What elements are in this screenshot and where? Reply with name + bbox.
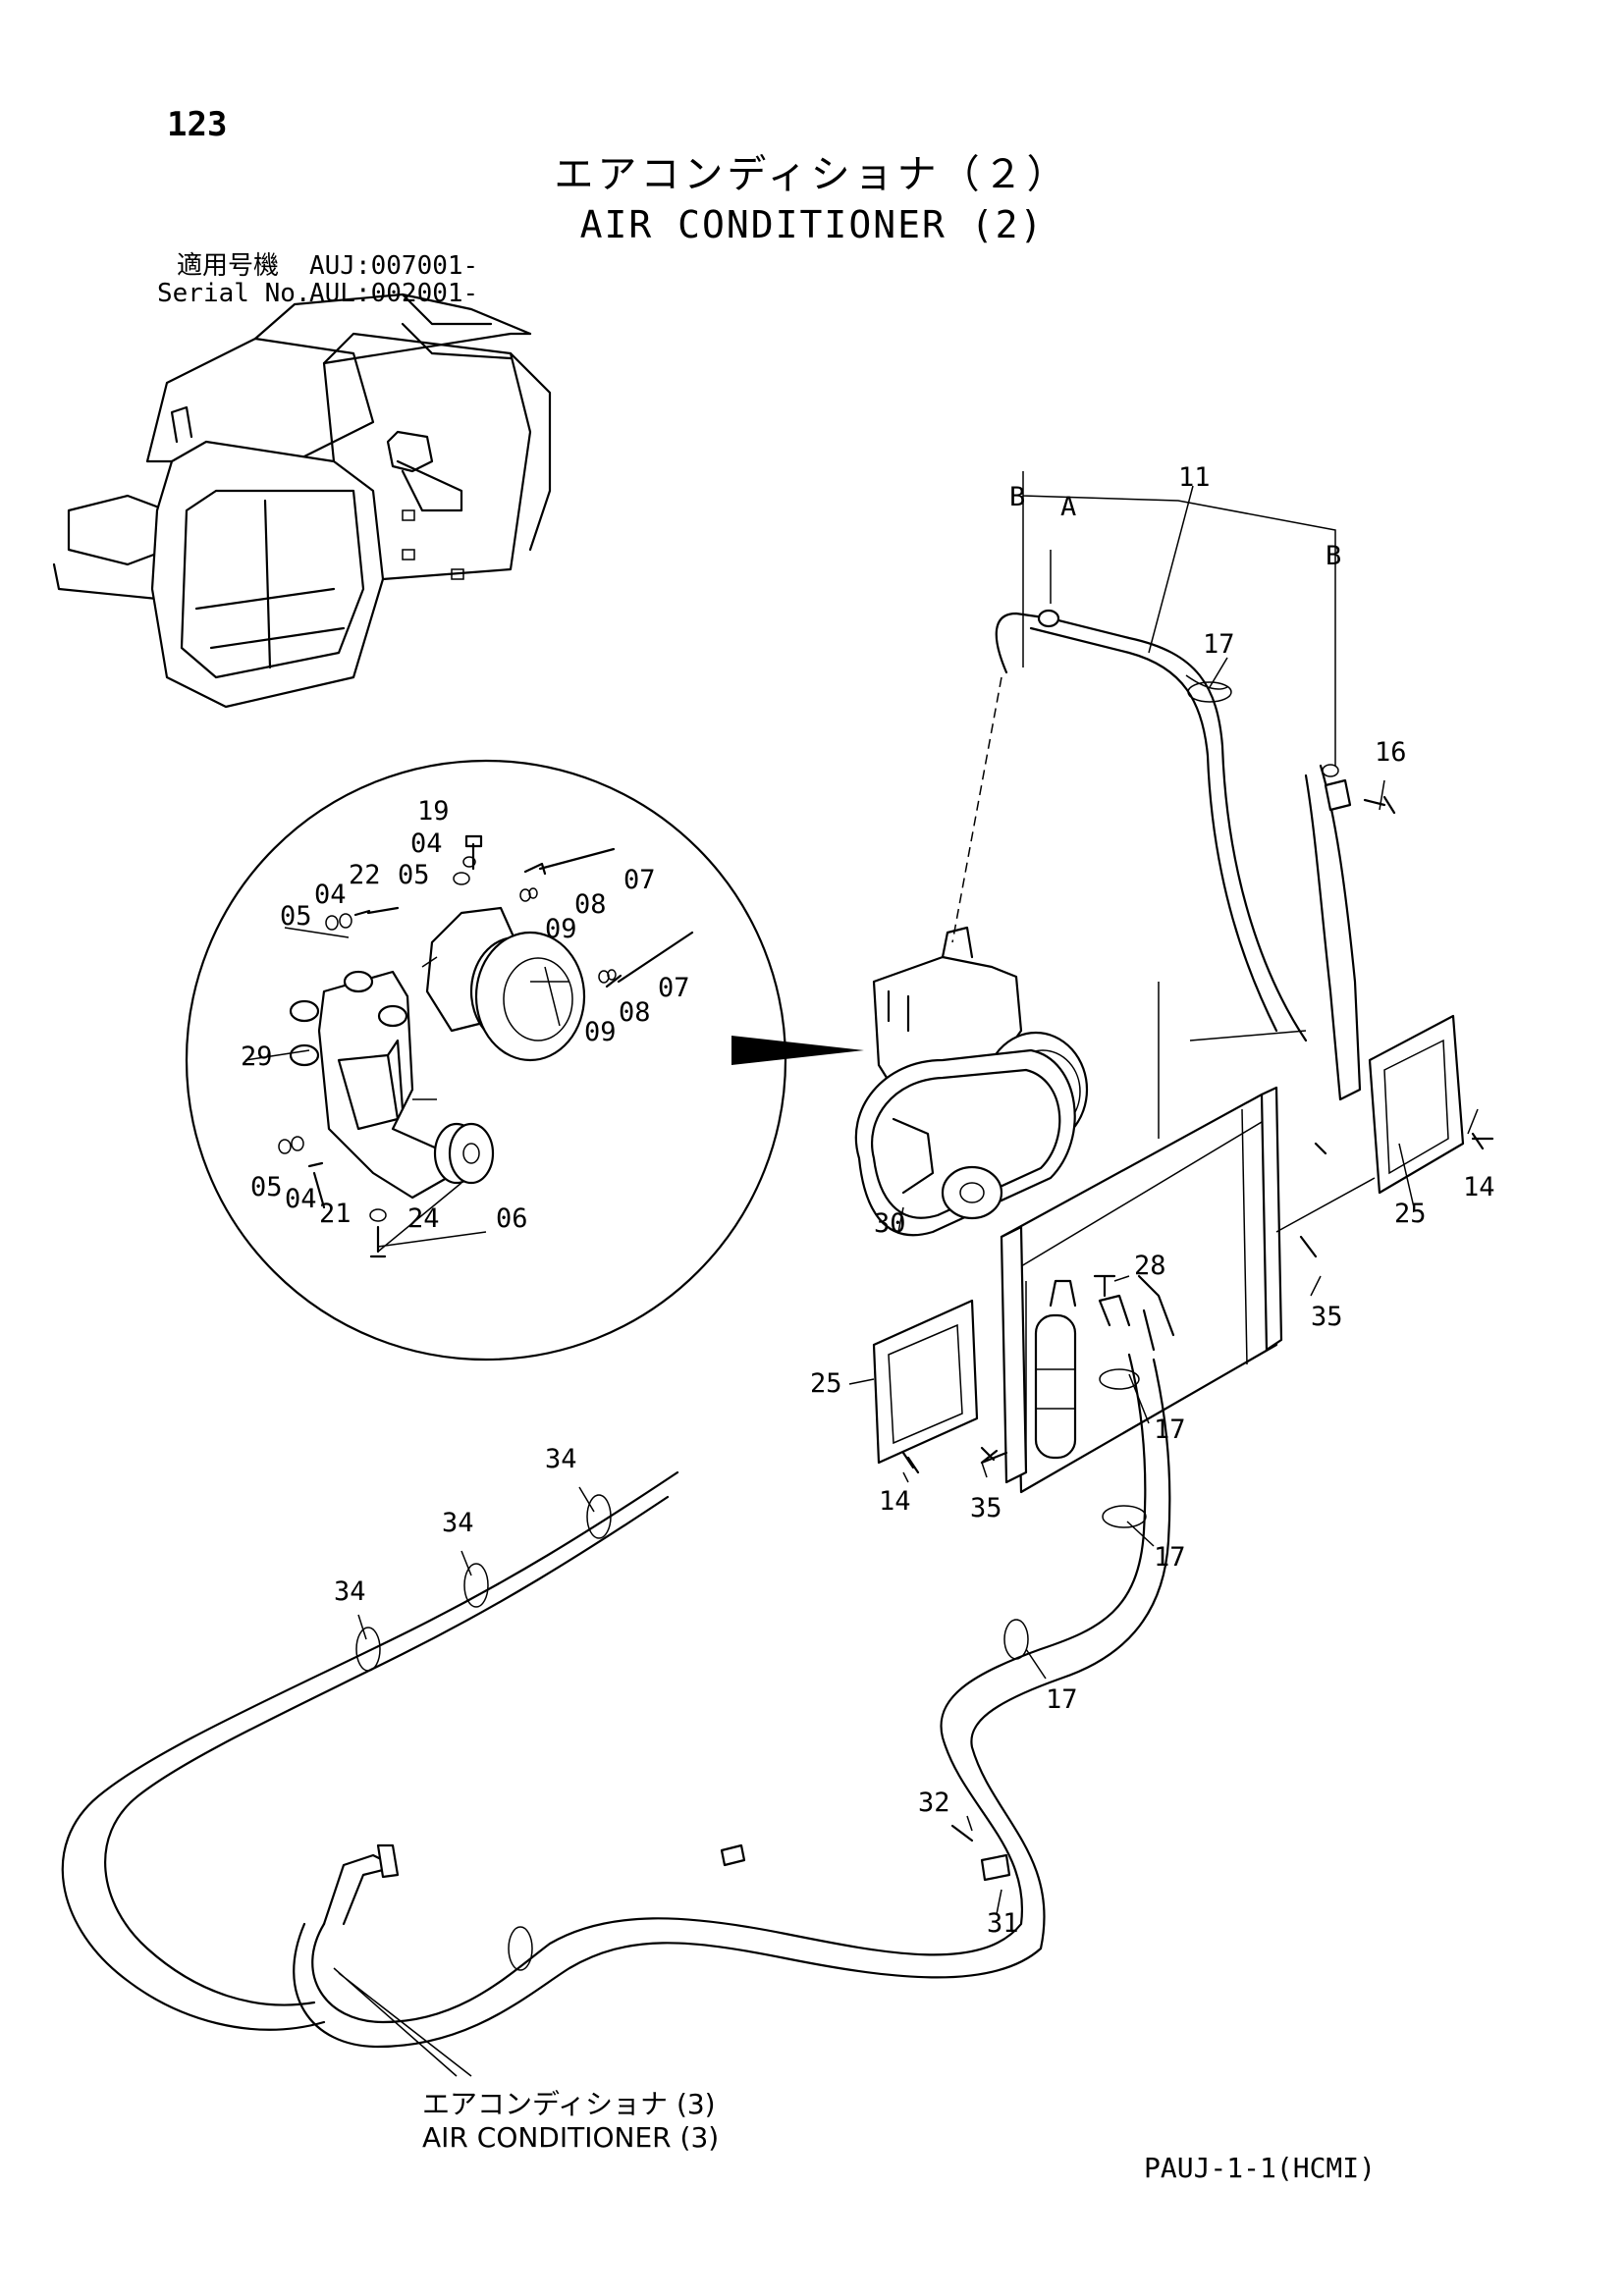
lower-hose-drawing [61, 1274, 1175, 2049]
callout-11: 11 [1178, 462, 1211, 493]
callout-05: 05 [280, 901, 312, 932]
callout-31: 31 [987, 1908, 1019, 1939]
callout-34: 34 [442, 1508, 474, 1538]
callout-35: 35 [1311, 1302, 1343, 1332]
callout-b-left: B [1009, 482, 1025, 512]
callout-28: 28 [1134, 1251, 1166, 1281]
callout-04: 04 [285, 1184, 317, 1214]
callout-24: 24 [407, 1203, 440, 1234]
callout-35: 35 [970, 1493, 1002, 1523]
callout-30: 30 [874, 1208, 906, 1239]
callout-14: 14 [879, 1486, 911, 1517]
callout-34: 34 [334, 1576, 366, 1607]
serial-value-auj: AUJ:007001- [309, 251, 479, 281]
callout-08: 08 [619, 997, 651, 1028]
note-air-conditioner-3-japanese: エアコンディショナ (3) [422, 2088, 716, 2120]
callout-07: 07 [623, 865, 656, 895]
callout-b-right: B [1326, 541, 1341, 571]
page-title-japanese: エアコンディショナ（２） [554, 152, 1070, 197]
callout-17: 17 [1154, 1542, 1186, 1573]
detail-circle [185, 759, 787, 1362]
page-title-english: AIR CONDITIONER (2) [579, 203, 1045, 246]
compressor-detail-drawing [244, 834, 694, 1258]
footer-page-code: PAUJ-1-1(HCMI) [1144, 2152, 1377, 2184]
callout-08: 08 [574, 889, 607, 920]
compressor-main-drawing [854, 926, 1089, 1237]
serial-label-english: Serial No. [157, 279, 311, 308]
callout-17: 17 [1154, 1415, 1186, 1445]
callout-05: 05 [398, 860, 430, 890]
callout-04: 04 [410, 828, 443, 859]
callout-34: 34 [545, 1444, 577, 1474]
callouts-main: 11 B A B 17 16 30 14 25 28 35 25 17 14 3… [334, 462, 1495, 1939]
detail-pointer-arrow [731, 1036, 864, 1065]
serial-label-japanese: 適用号機 [177, 251, 280, 281]
callout-17: 17 [1046, 1684, 1078, 1715]
callout-09: 09 [545, 914, 577, 944]
callouts-compressor-detail: 19 04 05 22 05 04 07 08 09 07 08 09 29 0… [241, 796, 690, 1234]
callout-22: 22 [349, 860, 381, 890]
callout-32: 32 [918, 1788, 950, 1818]
callout-05: 05 [250, 1172, 283, 1202]
callout-25: 25 [1394, 1199, 1427, 1229]
hose-11-drawing [951, 471, 1396, 1139]
callout-25: 25 [810, 1368, 842, 1399]
excavator-overview-drawing [52, 293, 552, 709]
callout-a: A [1060, 492, 1076, 522]
leader-lines [333, 485, 1479, 2077]
callout-09: 09 [584, 1017, 617, 1047]
callout-16: 16 [1375, 737, 1407, 768]
callout-29: 29 [241, 1041, 273, 1072]
callout-07: 07 [658, 973, 690, 1003]
note-air-conditioner-3-english: AIR CONDITIONER (3) [422, 2121, 720, 2154]
callout-17: 17 [1203, 629, 1235, 660]
callout-06: 06 [496, 1203, 528, 1234]
callout-21: 21 [319, 1199, 352, 1229]
callout-19: 19 [417, 796, 450, 827]
serial-value-aul: AUL:002001- [309, 279, 479, 308]
page-number: 123 [167, 105, 228, 144]
callout-14: 14 [1463, 1172, 1495, 1202]
condenser-drawing [872, 1014, 1494, 1494]
callout-04: 04 [314, 880, 347, 910]
